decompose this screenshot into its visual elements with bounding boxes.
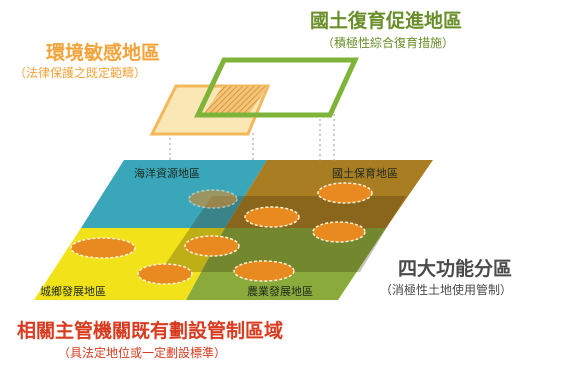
- area-ellipse: [244, 206, 300, 228]
- area-ellipse: [184, 235, 240, 257]
- designated-area-ellipses: [70, 182, 373, 285]
- restoration-title: 國土復育促進地區: [310, 10, 463, 32]
- area-ellipse: [70, 237, 136, 259]
- authority-title: 相關主管機關既有劃設管制區域: [17, 320, 284, 342]
- projection-lines: [169, 114, 335, 162]
- area-ellipse: [137, 263, 193, 285]
- four-zones-title: 四大功能分區: [398, 258, 513, 280]
- authority-subtitle: （具法定地位或一定劃設標準）: [58, 346, 227, 360]
- area-ellipse: [312, 221, 366, 243]
- urban-rural-zone-label: 城鄉發展地區: [40, 285, 106, 298]
- four-zones-subtitle: （消極性土地使用管制）: [380, 283, 513, 297]
- area-ellipse: [188, 189, 238, 209]
- restoration-area-sheet: [194, 57, 359, 118]
- marine-resource-zone: [81, 160, 267, 228]
- overlap-hatch: [203, 86, 268, 115]
- marine-zone-label: 海洋資源地區: [134, 167, 200, 180]
- agriculture-zone-label: 農業發展地區: [247, 285, 313, 298]
- restoration-subtitle: （積極性綜合復育措施）: [322, 36, 455, 50]
- area-ellipse: [233, 260, 295, 282]
- sensitive-title: 環境敏感地區: [46, 42, 161, 64]
- conservation-zone-label: 國土保育地區: [332, 167, 398, 180]
- sensitive-subtitle: （法律保護之既定範疇）: [14, 66, 147, 80]
- area-ellipse: [317, 182, 373, 204]
